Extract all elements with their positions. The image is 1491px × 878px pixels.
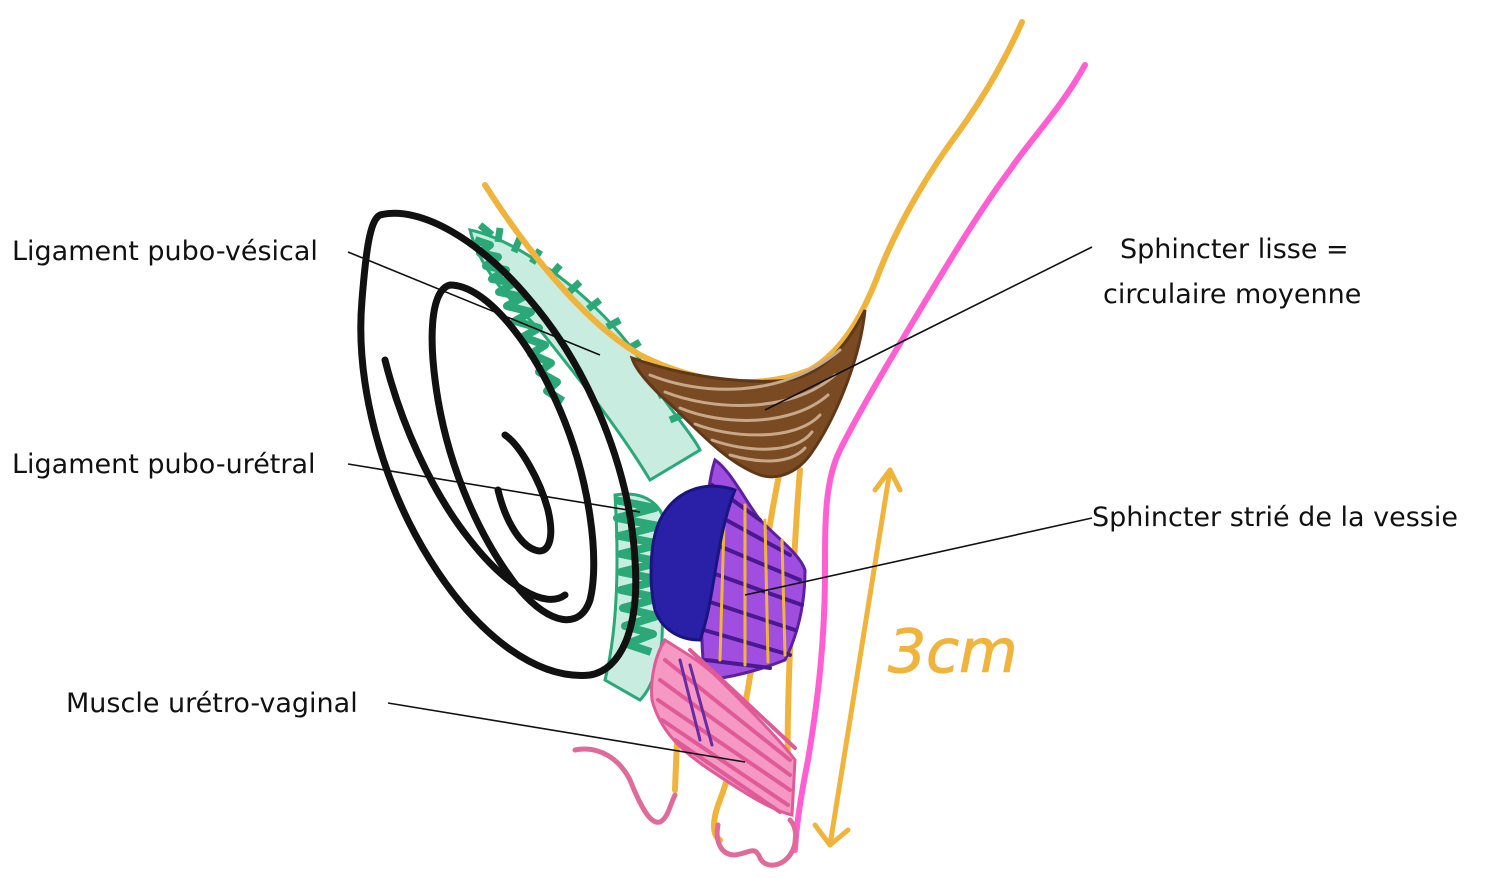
label-sphincter-strie: Sphincter strié de la vessie: [1092, 504, 1458, 531]
label-pubo-vesical: Ligament pubo-vésical: [12, 238, 318, 265]
length-label: 3cm: [888, 617, 1018, 687]
leader-sphincter-lisse: [765, 247, 1092, 410]
pubo-vesical-ligament: [470, 225, 700, 480]
label-sphincter-lisse-line2: circulaire moyenne: [1103, 281, 1361, 308]
label-uretro-vaginal: Muscle urétro-vaginal: [66, 690, 358, 717]
label-pubo-uretral: Ligament pubo-urétral: [12, 451, 316, 478]
label-sphincter-lisse-line1: Sphincter lisse =: [1120, 236, 1349, 263]
vagina: [795, 65, 1085, 850]
